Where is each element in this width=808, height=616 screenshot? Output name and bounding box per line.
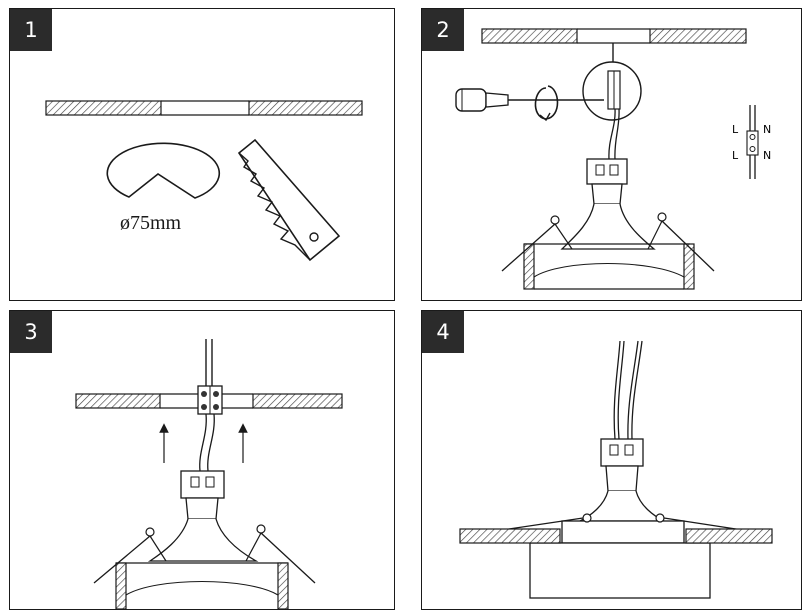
step-1-illustration: ø75mm bbox=[45, 100, 363, 262]
ceiling-board bbox=[75, 393, 343, 409]
step-2-panel: 2 bbox=[421, 8, 802, 301]
step-3-illustration bbox=[75, 339, 343, 609]
wire-label-neutral: N bbox=[763, 123, 771, 136]
downlight-fixture bbox=[93, 470, 316, 609]
step-number-badge: 3 bbox=[10, 311, 52, 353]
installed-downlight bbox=[481, 438, 763, 599]
downlight-fixture bbox=[501, 158, 715, 290]
hole-diameter-label: ø75mm bbox=[120, 212, 182, 234]
step-1-panel: 1 ø75mm bbox=[9, 8, 395, 301]
screwdriver-icon bbox=[455, 85, 604, 122]
wire-label-live: L bbox=[732, 123, 739, 136]
wire-label-live: L bbox=[732, 149, 739, 162]
ceiling-board bbox=[45, 100, 363, 116]
ceiling-board bbox=[459, 528, 773, 544]
step-4-illustration bbox=[459, 340, 773, 599]
wire-label-neutral: N bbox=[763, 149, 771, 162]
saw-icon bbox=[237, 138, 341, 262]
cut-out-hole-shape bbox=[106, 142, 221, 199]
step-number-badge: 4 bbox=[422, 311, 464, 353]
step-3-panel: 3 bbox=[9, 310, 395, 610]
step-number-badge: 1 bbox=[10, 9, 52, 51]
terminal-block bbox=[197, 385, 223, 415]
step-2-illustration: L N L N bbox=[455, 28, 771, 290]
terminal-block-detail bbox=[582, 61, 642, 121]
step-number-badge: 2 bbox=[422, 9, 464, 51]
step-4-panel: 4 bbox=[421, 310, 802, 610]
ceiling-board bbox=[481, 28, 747, 44]
wiring-connector-symbol: L N L N bbox=[732, 105, 771, 179]
